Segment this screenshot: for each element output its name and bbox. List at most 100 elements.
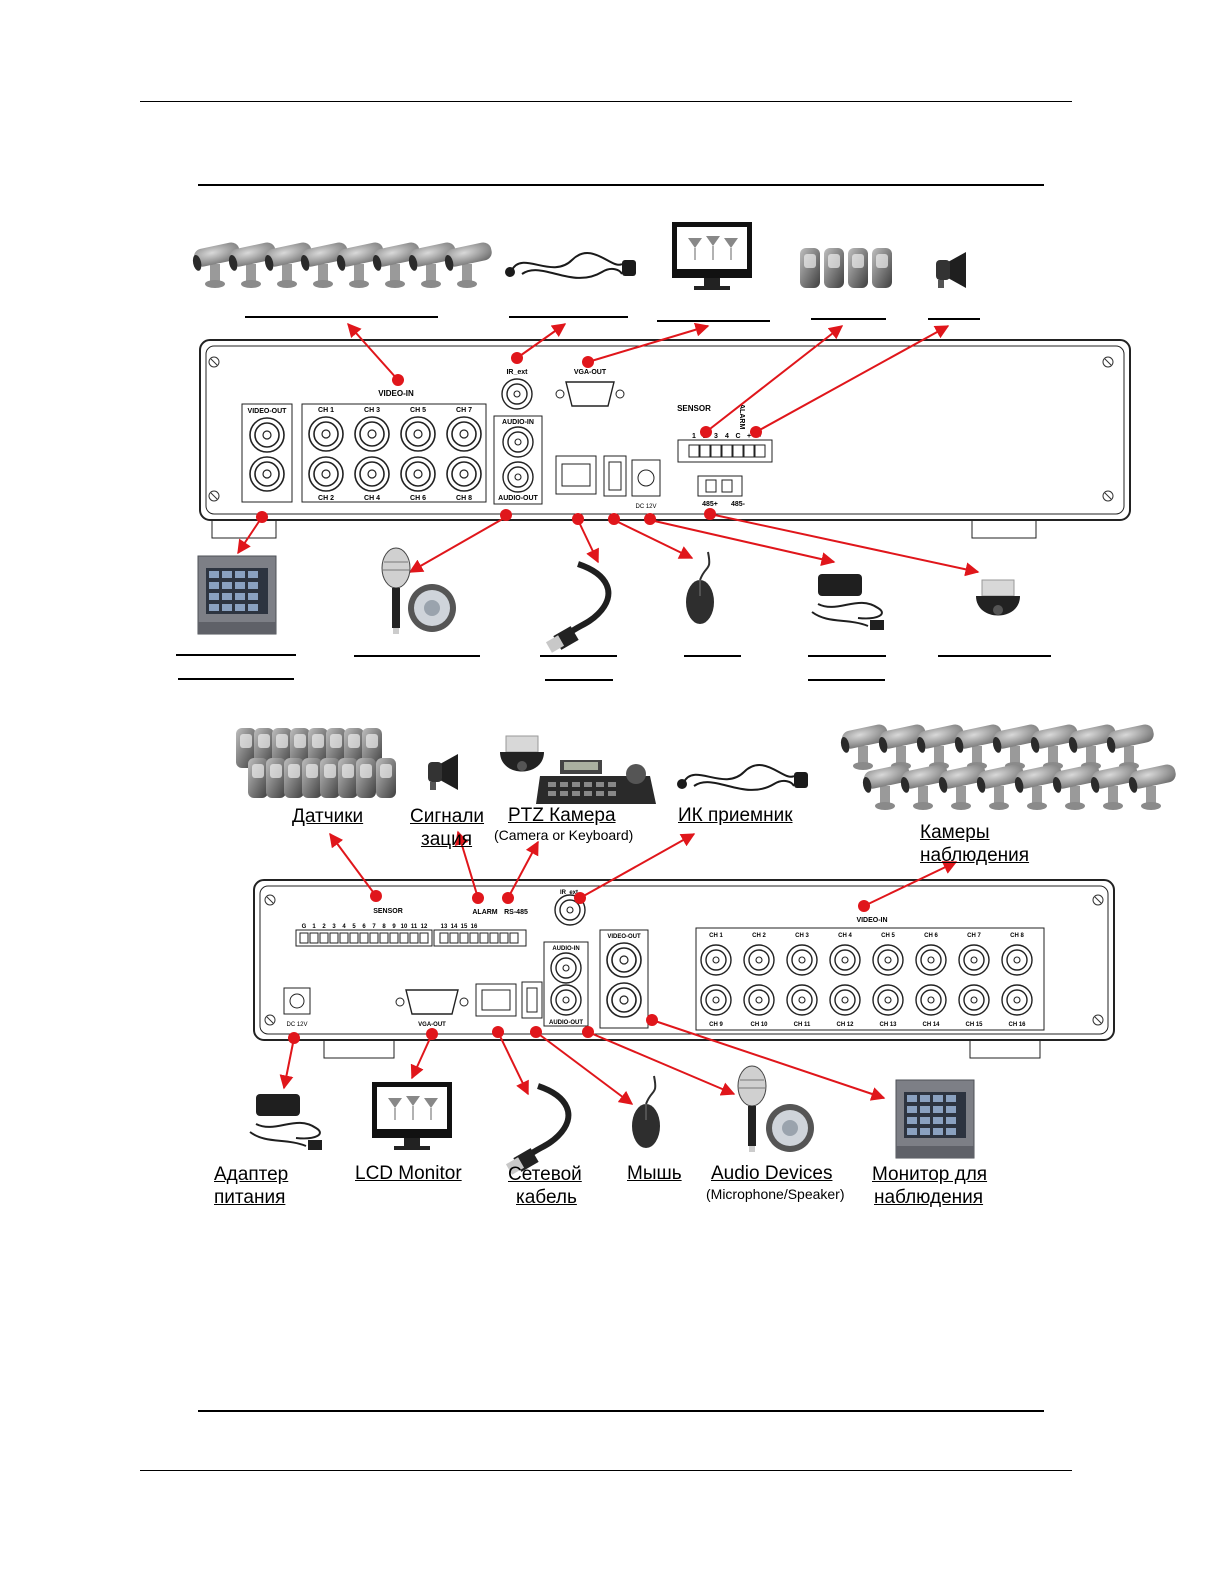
- svg-text:CH 3: CH 3: [795, 933, 809, 939]
- label-network-line1: Сетевой: [508, 1164, 582, 1185]
- svg-text:CH 11: CH 11: [794, 1022, 811, 1028]
- svg-text:CH 6: CH 6: [924, 933, 938, 939]
- surveillance-monitor-image-top: [197, 555, 277, 635]
- dvr-panel-top: VIDEO-IN VIDEO-OUT CH 1 CH 3 CH 5 CH 7 C…: [199, 339, 1131, 539]
- panel-bottom-dc: DC 12V: [286, 1022, 307, 1028]
- svg-text:5: 5: [352, 924, 356, 930]
- panel-top-ir-ext: IR_ext: [506, 369, 528, 376]
- label-monitor-line1: Монитор для: [872, 1164, 988, 1185]
- label-mouse: Мышь: [627, 1163, 682, 1184]
- svg-text:+: +: [747, 433, 751, 440]
- audio-devices-image-bottom: [737, 1065, 814, 1153]
- ch5-label: CH 5: [410, 407, 426, 414]
- ch3-label: CH 3: [364, 407, 380, 414]
- ch7-label: CH 7: [456, 407, 472, 414]
- ir-receiver-image: [504, 252, 637, 279]
- bottom-connection-dots: [288, 890, 870, 1044]
- svg-text:4: 4: [342, 924, 346, 930]
- svg-text:2: 2: [322, 924, 326, 930]
- svg-text:11: 11: [411, 924, 418, 930]
- svg-text:CH 5: CH 5: [881, 933, 895, 939]
- svg-text:3: 3: [714, 433, 718, 440]
- audio-devices-image-top: [381, 547, 456, 635]
- label-ptz: PTZ Камера: [508, 805, 616, 826]
- footer-rule: [140, 1470, 1072, 1471]
- svg-text:13: 13: [441, 924, 448, 930]
- panel-bottom-video-out: VIDEO-OUT: [607, 934, 641, 940]
- svg-text:G: G: [302, 924, 307, 930]
- svg-text:CH 16: CH 16: [1008, 1022, 1026, 1028]
- panel-bottom-audio-in: AUDIO-IN: [552, 946, 579, 952]
- panel-bottom-alarm: ALARM: [472, 909, 497, 916]
- ptz-keyboard-image: [499, 735, 656, 804]
- panel-bottom-sensor: SENSOR: [373, 908, 403, 915]
- ch6-label: CH 6: [410, 495, 426, 502]
- section-rule-bottom: [198, 1410, 1044, 1412]
- lcd-monitor-image-top: [671, 221, 753, 291]
- power-adapter-image-bottom: [249, 1093, 323, 1151]
- header-rule: [140, 101, 1072, 102]
- label-adapter-line1: Адаптер: [214, 1164, 289, 1185]
- label-network-line2: кабель: [516, 1187, 577, 1208]
- svg-text:8: 8: [382, 924, 386, 930]
- ch1-label: CH 1: [318, 407, 334, 414]
- top-label-slots: [176, 316, 1051, 681]
- panel-bottom-sensor-pins-b: 13 14 15 16: [441, 924, 478, 930]
- panel-bottom-audio-out: AUDIO-OUT: [549, 1020, 583, 1026]
- svg-text:CH 4: CH 4: [838, 933, 852, 939]
- ch4-label: CH 4: [364, 495, 380, 502]
- svg-text:4: 4: [725, 433, 729, 440]
- svg-text:15: 15: [461, 924, 468, 930]
- surveillance-monitor-image-bottom: [895, 1079, 975, 1159]
- panel-bottom-rs485: RS-485: [504, 909, 528, 916]
- label-ir-receiver: ИК приемник: [678, 805, 793, 826]
- svg-text:16: 16: [471, 924, 478, 930]
- panel-bottom-ir-ext: IR_ext: [560, 890, 578, 896]
- lcd-monitor-image-bottom: [371, 1081, 453, 1151]
- svg-text:CH 9: CH 9: [709, 1022, 723, 1028]
- label-cameras-line2: наблюдения: [920, 845, 1030, 866]
- svg-text:CH 12: CH 12: [836, 1022, 854, 1028]
- label-lcd-monitor: LCD Monitor: [355, 1163, 462, 1184]
- panel-top-audio-out: AUDIO-OUT: [498, 495, 538, 502]
- panel-top-485minus: 485-: [731, 501, 746, 508]
- mouse-image-top: [685, 551, 715, 625]
- svg-text:C: C: [735, 433, 740, 440]
- panel-top-sensor: SENSOR: [677, 404, 711, 413]
- svg-text:CH 2: CH 2: [752, 933, 766, 939]
- label-cameras-line1: Камеры: [920, 822, 990, 843]
- panel-top-485plus: 485+: [702, 501, 718, 508]
- network-cable-image-top: [546, 564, 608, 653]
- svg-text:3: 3: [332, 924, 336, 930]
- panel-bottom-sensor-pins-a: G 1 2 3 4 5 6 7 8 9 10 11 12: [302, 924, 428, 930]
- svg-text:CH 13: CH 13: [879, 1022, 897, 1028]
- label-siren-line1: Сигнали: [410, 806, 485, 827]
- svg-text:12: 12: [421, 924, 428, 930]
- panel-bottom-vga-out: VGA-OUT: [418, 1022, 446, 1028]
- svg-text:-: -: [759, 433, 762, 440]
- bottom-connection-arrows: [279, 830, 958, 1105]
- label-ptz-sub: (Camera or Keyboard): [494, 827, 634, 843]
- svg-text:10: 10: [401, 924, 408, 930]
- siren-image-top: [936, 252, 966, 288]
- cameras-16-image: [839, 723, 1178, 810]
- label-monitor-line2: наблюдения: [874, 1187, 984, 1208]
- svg-text:14: 14: [451, 924, 458, 930]
- svg-text:1: 1: [692, 433, 696, 440]
- cameras-8-image: [191, 241, 494, 288]
- svg-text:1: 1: [312, 924, 316, 930]
- network-cable-image-bottom: [506, 1086, 568, 1175]
- power-adapter-image-top: [811, 573, 885, 631]
- mouse-image-bottom: [631, 1075, 661, 1149]
- svg-text:CH 14: CH 14: [922, 1022, 940, 1028]
- panel-top-vga-out: VGA-OUT: [574, 369, 607, 376]
- svg-text:CH 8: CH 8: [1010, 933, 1024, 939]
- label-adapter-line2: питания: [214, 1187, 286, 1208]
- svg-text:CH 10: CH 10: [750, 1022, 768, 1028]
- top-connection-dots: [256, 352, 762, 525]
- siren-image-bottom: [428, 754, 458, 790]
- label-siren-line2: зация: [421, 829, 473, 850]
- ch8-label: CH 8: [456, 495, 472, 502]
- svg-text:CH 15: CH 15: [965, 1022, 983, 1028]
